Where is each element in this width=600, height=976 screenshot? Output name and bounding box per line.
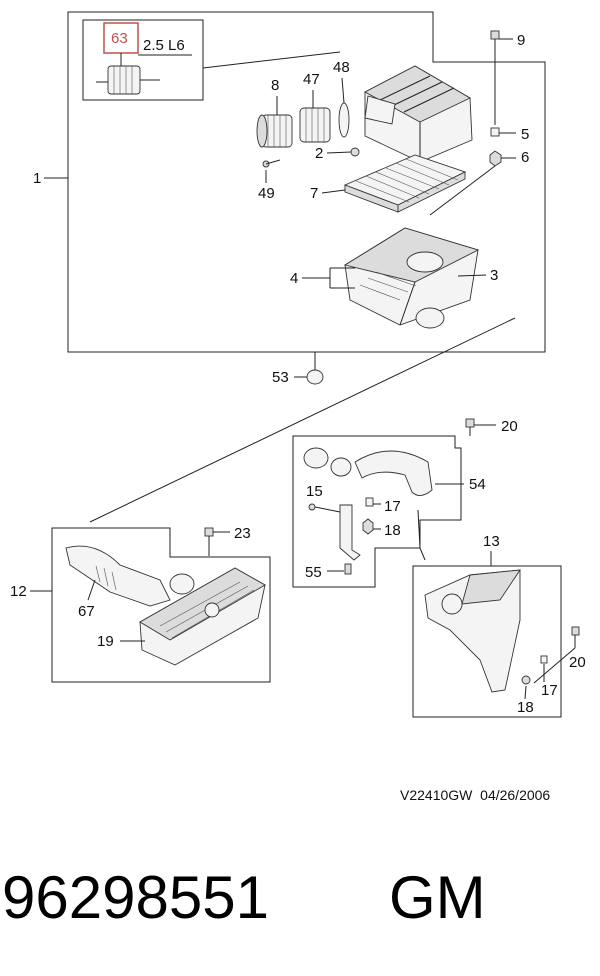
callout-4: 4 — [290, 270, 298, 287]
leader-54-13 — [417, 509, 426, 561]
bolt-part-23 — [204, 527, 214, 556]
callout-49: 49 — [258, 185, 275, 202]
assembly-frame-1 — [67, 11, 546, 353]
callout-15: 15 — [306, 483, 323, 500]
leader-3 — [457, 274, 487, 277]
seal-part-15 — [303, 447, 329, 469]
duct-part-54 — [354, 450, 433, 496]
grommet-part-53 — [306, 369, 324, 385]
seal-part-15b — [330, 457, 352, 477]
callout-7: 7 — [310, 185, 318, 202]
callout-12: 12 — [10, 583, 27, 600]
callout-8: 8 — [271, 77, 279, 94]
callout-67: 67 — [78, 603, 95, 620]
callout-5: 5 — [521, 126, 529, 143]
axis-6 — [429, 165, 496, 216]
leader-screw-mid — [314, 506, 341, 513]
drawing-reference: V22410GW 04/26/2006 — [400, 787, 550, 803]
sleeve-part-8 — [256, 114, 293, 148]
axis-20-right — [533, 647, 576, 684]
callout-18a: 18 — [384, 522, 401, 539]
callout-2: 2 — [315, 145, 323, 162]
callout-20-top: 20 — [501, 418, 518, 435]
leader-48 — [341, 77, 345, 104]
resonator-part-19 — [139, 567, 266, 666]
inset-box-63 — [82, 19, 204, 101]
leader-7 — [321, 189, 346, 194]
seal-ring-48 — [338, 102, 350, 138]
sleeve-part-63 — [96, 65, 160, 95]
clip-part-5 — [490, 127, 500, 137]
duct-67-ribs — [95, 565, 117, 591]
screw-part-55 — [344, 563, 352, 575]
leader-2 — [326, 151, 352, 154]
assembly-frame-13 — [412, 565, 562, 718]
assembly-frame-12 — [51, 527, 271, 683]
leader-inset — [202, 51, 341, 69]
callout-63: 63 — [111, 30, 128, 47]
duct-67-end — [169, 573, 195, 595]
callout-18b: 18 — [517, 699, 534, 716]
callout-17a: 17 — [384, 498, 401, 515]
screw-part-49 — [262, 159, 281, 168]
callout-54: 54 — [469, 476, 486, 493]
air-cleaner-cover — [364, 65, 473, 163]
bolt-part-20-right — [571, 626, 580, 648]
callout-17b: 17 — [541, 682, 558, 699]
callout-19: 19 — [97, 633, 114, 650]
part-number: 96298551 — [2, 864, 269, 931]
callout-1: 1 — [33, 170, 41, 187]
clip-part-17b — [540, 655, 548, 664]
callout-48: 48 — [333, 59, 350, 76]
bolt-part-9 — [490, 30, 500, 50]
callout-3: 3 — [490, 267, 498, 284]
bracket-part-13 — [424, 569, 531, 693]
callout-13: 13 — [483, 533, 500, 550]
callout-55: 55 — [305, 564, 322, 581]
duct-part-67 — [65, 545, 171, 607]
sleeve-part-47 — [299, 107, 331, 143]
clip-part-17a — [365, 497, 374, 507]
engine-label: 2.5 L6 — [143, 37, 185, 54]
callout-47: 47 — [303, 71, 320, 88]
callout-23: 23 — [234, 525, 251, 542]
bracket-part — [339, 504, 361, 561]
callout-20-right: 20 — [569, 654, 586, 671]
callout-6: 6 — [521, 149, 529, 166]
callout-53: 53 — [272, 369, 289, 386]
brand-label: GM — [389, 864, 486, 931]
screw-part-mid — [308, 503, 316, 511]
lower-housing-3 — [343, 227, 480, 329]
assembly-frame-54 — [292, 435, 462, 588]
leader-67 — [87, 579, 96, 601]
fastener-part-2 — [350, 147, 360, 157]
callout-9: 9 — [517, 32, 525, 49]
leader-18b — [524, 685, 527, 700]
nut-part-18a — [362, 518, 374, 535]
bolt-part-20-top — [465, 418, 475, 436]
filter-element-7 — [343, 154, 467, 213]
nut-part-6 — [489, 150, 502, 167]
leader-frame-12 — [89, 317, 516, 523]
